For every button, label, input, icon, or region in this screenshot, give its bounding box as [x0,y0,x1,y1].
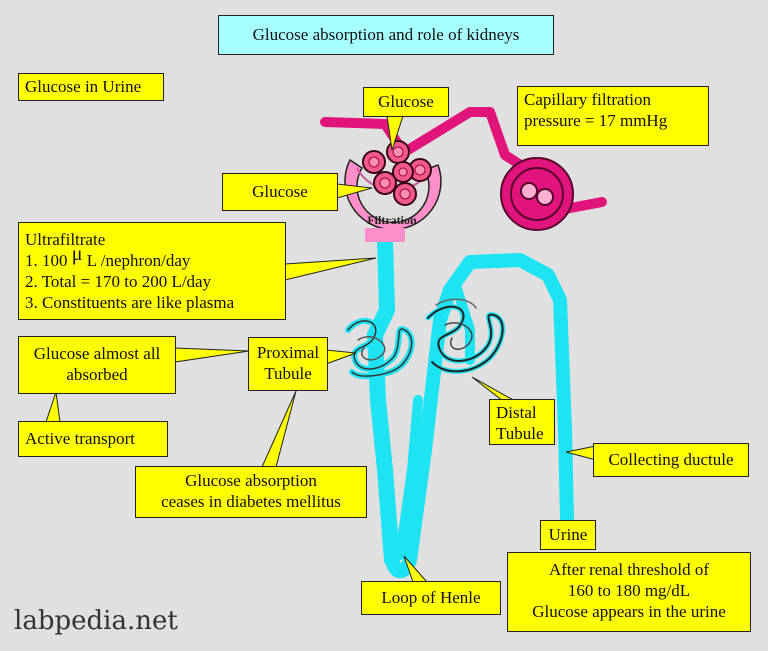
label-glucose-left: Glucose [222,173,338,211]
callout-pointers [45,115,597,583]
pointer-ultrafiltrate [284,257,377,281]
label-distal-tubule: Distal Tubule [489,399,555,445]
label-glucose-absorption: Glucose absorption ceases in diabetes me… [135,466,367,518]
capillary-line-2: pressure = 17 mmHg [524,111,668,130]
threshold-line-3: Glucose appears in the urine [532,602,726,621]
proximal-line-1: Proximal [256,343,320,362]
vessel-cross-section [500,157,574,231]
pointer-absorption [261,390,297,468]
label-proximal-tubule: Proximal Tubule [248,337,328,391]
label-loop-of-henle: Loop of Henle [361,581,501,615]
label-glucose-in-urine: Glucose in Urine [18,73,164,101]
label-glucose-top: Glucose [363,87,449,117]
ultrafiltrate-item-1: 1. 100 μ L /nephron/day [25,243,191,271]
label-capillary-pressure: Capillary filtration pressure = 17 mmHg [517,86,709,146]
loop-of-henle-path [385,253,574,579]
label-renal-threshold: After renal threshold of 160 to 180 mg/d… [507,552,751,632]
threshold-line-1: After renal threshold of [548,560,710,579]
ultrafiltrate-item-2: 2. Total = 170 to 200 L/day [25,272,212,291]
label-glucose-absorbed: Glucose almost all absorbed [18,336,176,394]
label-ultrafiltrate: Ultrafiltrate 1. 100 μ L /nephron/day 2.… [18,222,286,320]
capillary-line-1: Capillary filtration [524,90,651,109]
distal-line-2: Tubule [496,424,544,443]
proximal-line-2: Tubule [264,364,312,383]
distal-line-1: Distal [496,403,537,422]
capsule-base [365,228,405,242]
filtration-label: Filtration [367,213,417,227]
pointer-active [45,391,61,423]
label-collecting-ductule: Collecting ductule [593,443,749,477]
ascending-limb [395,395,423,560]
pointer-absorbed [174,347,250,363]
absorption-line-2: ceases in diabetes mellitus [161,492,341,511]
absorption-line-1: Glucose absorption [185,471,317,490]
diagram-title: Glucose absorption and role of kidneys [218,15,554,55]
label-urine: Urine [540,520,596,550]
proximal-convolution [345,318,415,380]
bowmans-capsule [344,158,442,231]
site-watermark: labpedia.net [14,606,178,636]
threshold-line-2: 160 to 180 mg/dL [567,581,691,600]
efferent-arteriole [405,107,528,173]
pointer-distal [471,376,517,402]
proximal-tubule-path [366,232,400,568]
ultrafiltrate-item-3: 3. Constituents are like plasma [25,293,235,312]
ultrafiltrate-heading: Ultrafiltrate [25,230,106,249]
distal-convolution [425,298,506,374]
glomerulus-highlights [368,146,426,200]
absorbed-line-1: Glucose almost all [33,344,161,363]
label-active-transport: Active transport [18,421,168,457]
absorbed-line-2: absorbed [66,365,128,384]
micro-symbol: μ [71,243,83,265]
